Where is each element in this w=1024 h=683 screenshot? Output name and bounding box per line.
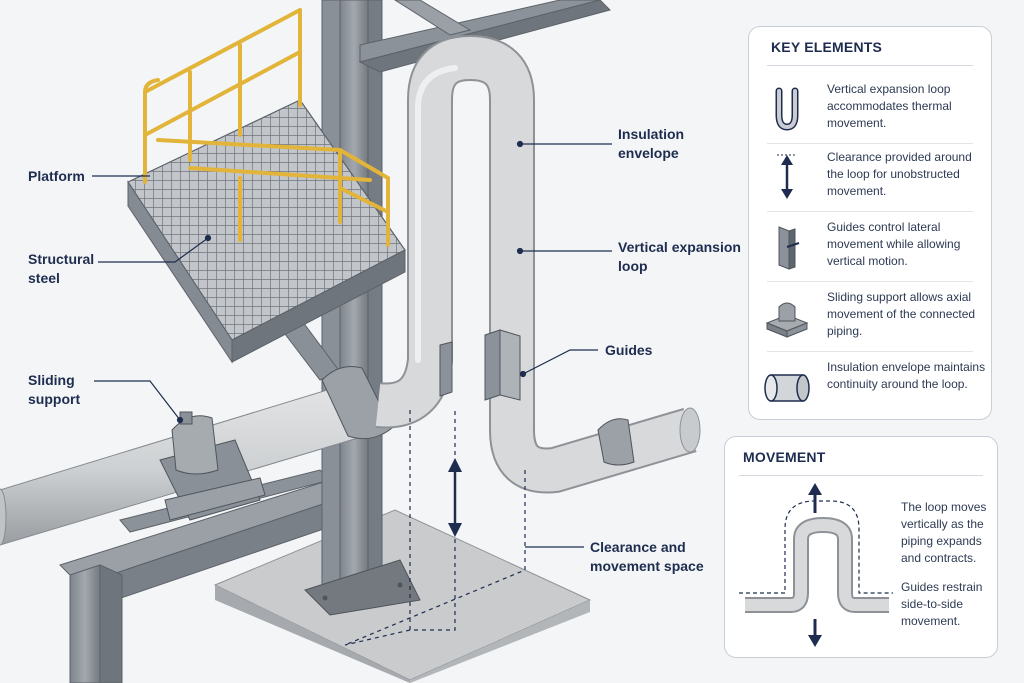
clearance-envelope — [344, 410, 526, 646]
movement-title: MOVEMENT — [743, 449, 826, 465]
movement-panel: MOVEMENT The loop moves vertically as th… — [724, 436, 998, 658]
key-divider — [767, 211, 973, 212]
guide-plate-icon — [778, 226, 800, 270]
key-item-text: Insulation envelope maintains continuity… — [827, 360, 986, 391]
structural-steel-lower-beams — [59, 469, 352, 683]
sliding-support — [159, 411, 266, 521]
callout-platform: Platform — [28, 168, 85, 184]
callout-guides: Guides — [605, 342, 653, 358]
key-divider — [767, 143, 973, 144]
insulated-pipe-icon — [764, 374, 810, 402]
key-item-sliding-support: Sliding support allows axial movement of… — [749, 289, 991, 359]
platform — [127, 99, 406, 364]
key-item-text: Sliding support allows axial movement of… — [827, 290, 976, 338]
key-item-text: Guides control lateral movement while al… — [827, 220, 961, 268]
pipe-clamp-right — [597, 418, 635, 466]
pipe-guides — [439, 329, 521, 401]
key-item-guides: Guides control lateral movement while al… — [749, 219, 991, 289]
key-divider — [767, 281, 973, 282]
platform-railing — [143, 8, 390, 247]
key-divider — [767, 351, 973, 352]
movement-diagram — [739, 483, 893, 647]
movement-rule — [739, 475, 983, 476]
key-item-text: Clearance provided around the loop for u… — [827, 150, 972, 198]
movement-note-expansion: The loop moves vertically as the piping … — [901, 500, 987, 565]
callout-vertical-expansion-loop: Vertical expansion loop — [618, 239, 741, 274]
callout-sliding-support: Sliding support — [28, 372, 81, 407]
callout-structural-steel: Structural steel — [28, 251, 95, 286]
key-item-insulation: Insulation envelope maintains continuity… — [749, 359, 991, 429]
callout-insulation-envelope: Insulation envelope — [618, 126, 685, 161]
key-elements-panel: KEY ELEMENTS Vertical expansion loop acc… — [748, 26, 992, 420]
callout-clearance: Clearance and movement space — [590, 539, 704, 574]
u-loop-icon — [775, 87, 799, 131]
vertical-expansion-loop — [375, 35, 701, 494]
key-elements-title: KEY ELEMENTS — [771, 39, 883, 55]
clearance-movement-arrow — [448, 458, 462, 537]
movement-note-guides: Guides restrain side-to-side movement. — [901, 580, 983, 628]
key-elements-rule — [767, 65, 973, 66]
callout-leaders — [92, 140, 612, 548]
key-item-clearance: Clearance provided around the loop for u… — [749, 149, 991, 219]
sliding-support-icon — [765, 302, 809, 338]
key-item-text: Vertical expansion loop accommodates the… — [827, 82, 952, 130]
double-arrow-icon — [777, 154, 797, 199]
key-item-expansion-loop: Vertical expansion loop accommodates the… — [749, 81, 991, 151]
